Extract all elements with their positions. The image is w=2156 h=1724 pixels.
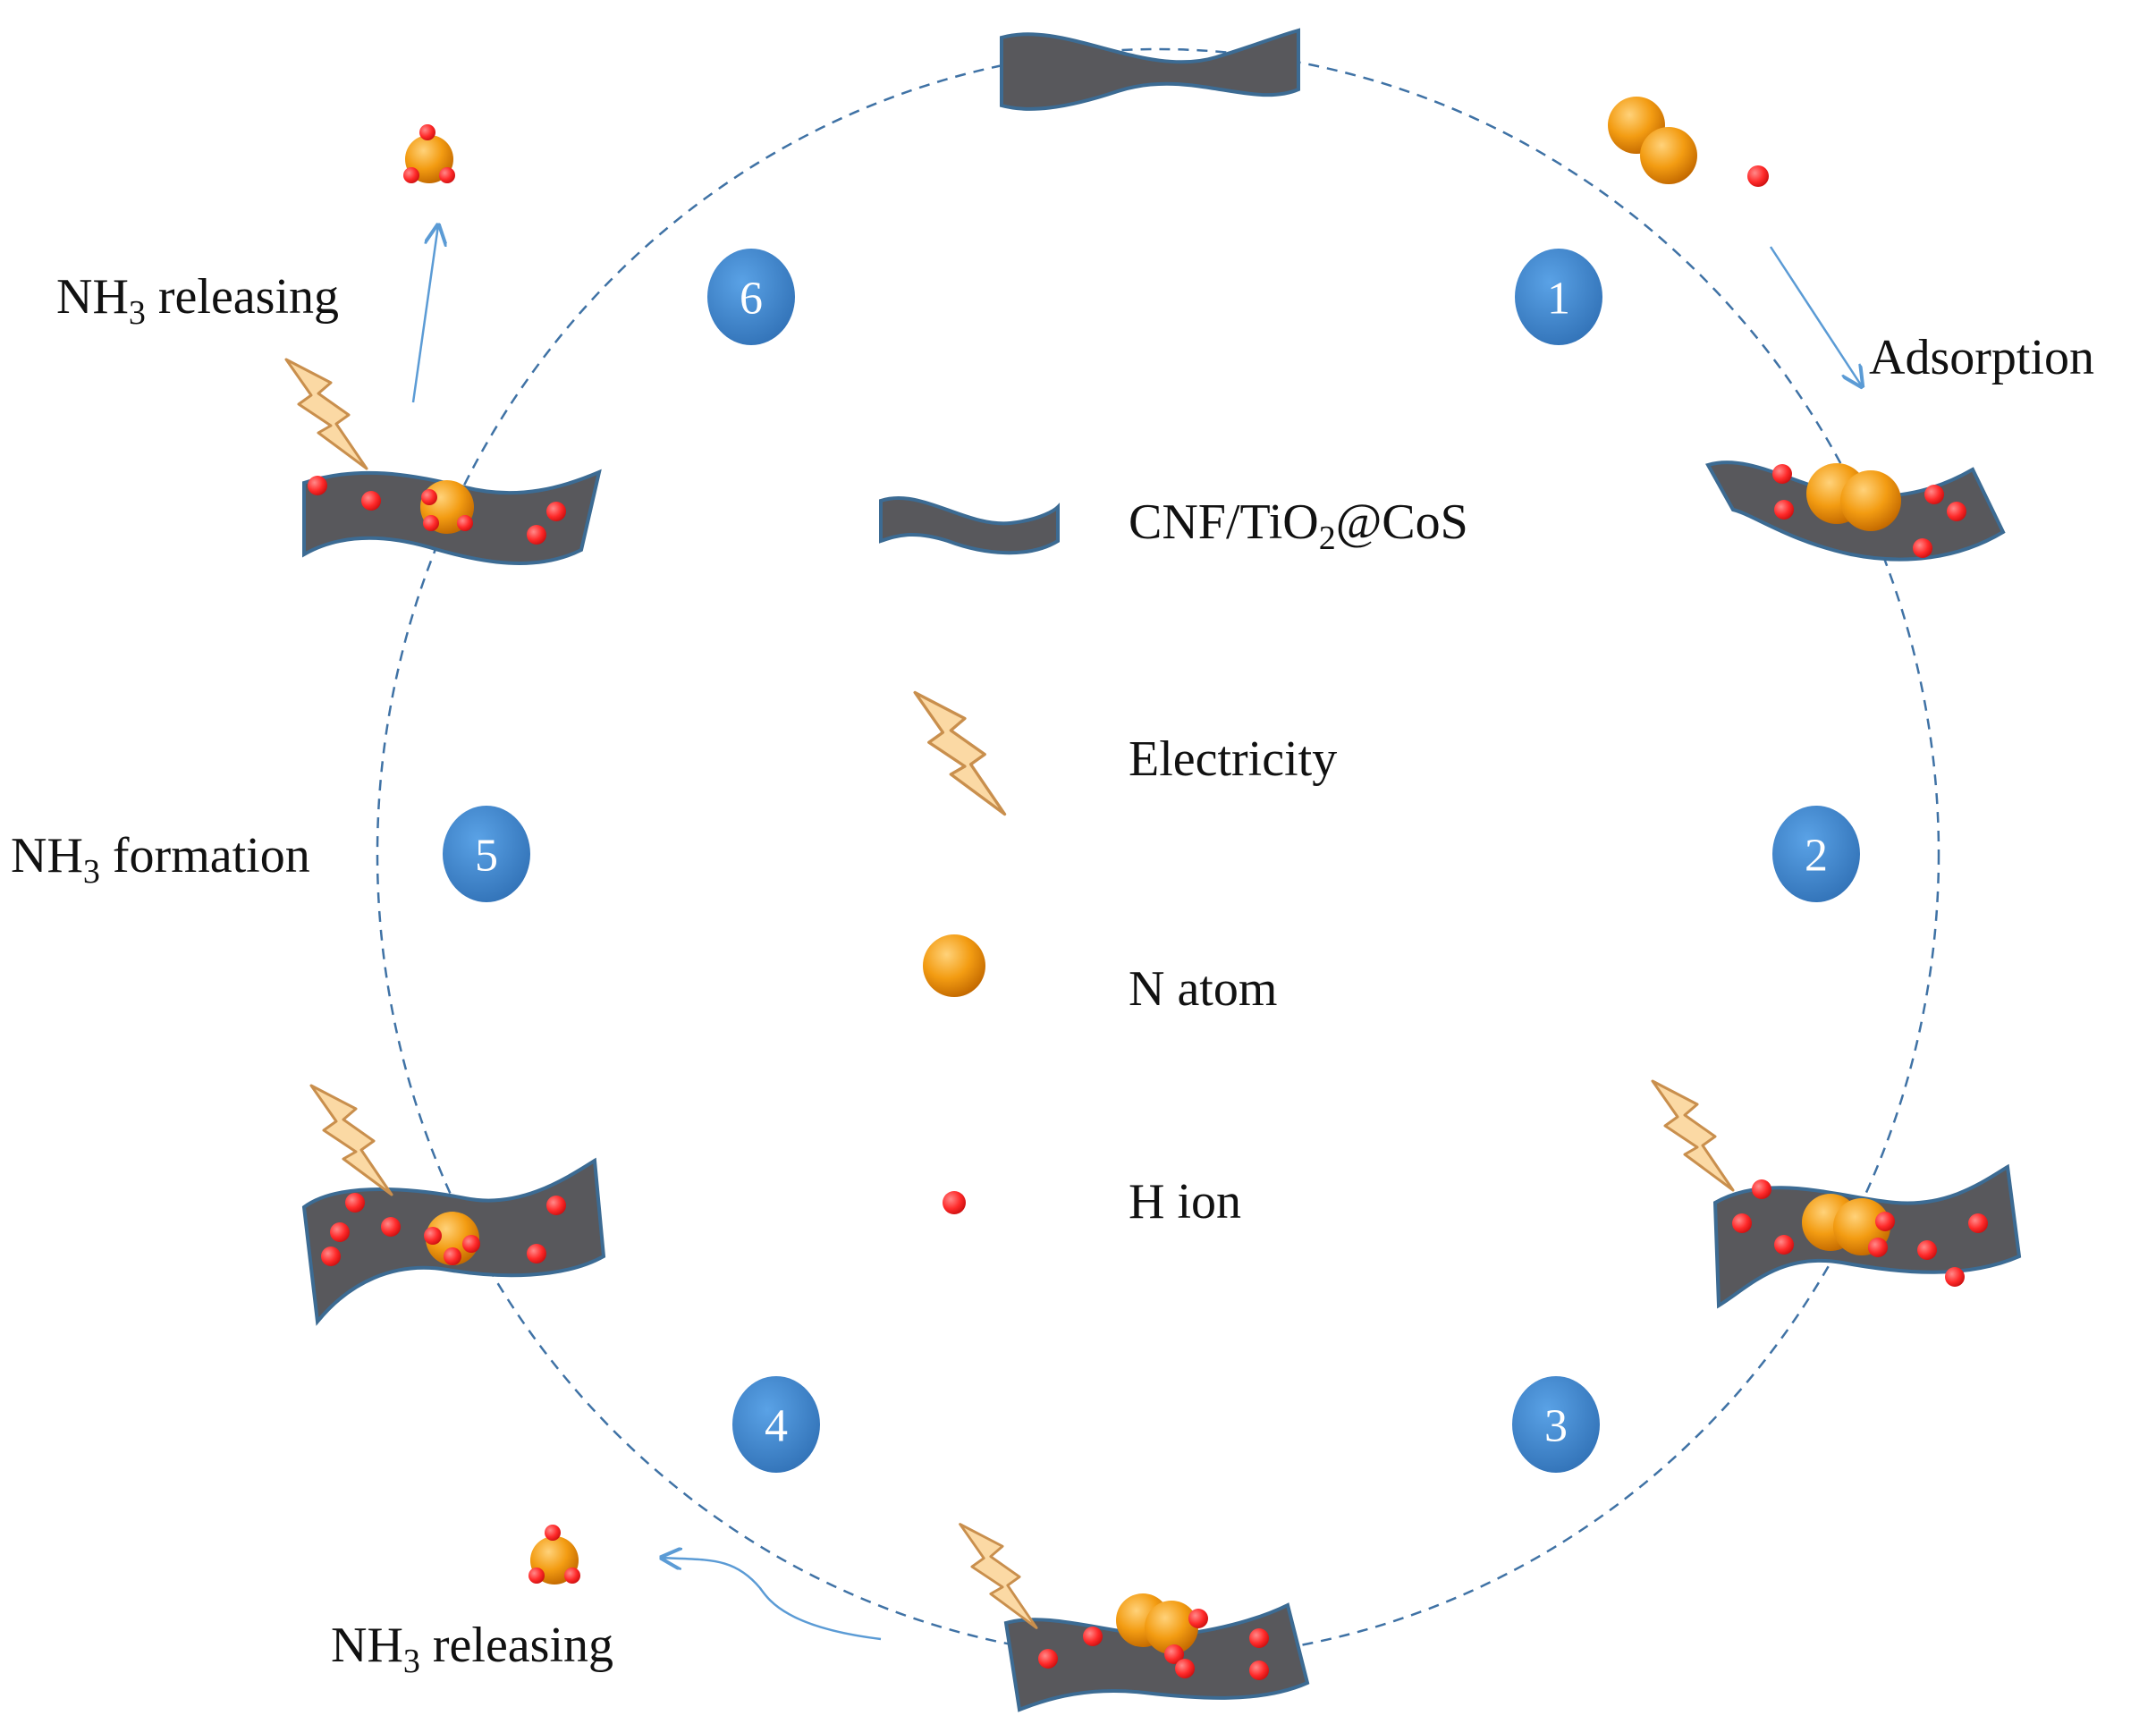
nh3-release-arrow-bottom [662,1558,882,1641]
svg-text:5: 5 [475,831,498,882]
legend-electricity-label: Electricity [1129,731,1337,787]
catalyst-nh3-formation [301,1084,606,1326]
step-badge-4: 4 [732,1376,820,1473]
svg-text:1: 1 [1547,274,1570,325]
svg-text:3: 3 [1544,1401,1568,1452]
nh3-formation-label: NH3 formation [11,828,310,891]
nh3-release-arrow-top [411,225,438,403]
legend-h-ion-swatch [943,1191,966,1214]
svg-text:6: 6 [740,274,763,325]
adsorption-arrow [1769,246,1862,386]
svg-text:4: 4 [765,1401,788,1452]
catalyst-ribbon-top [1000,28,1300,111]
legend-electricity-bolt-icon [913,690,1007,816]
nh3-releasing-label-bottom: NH3 releasing [331,1618,613,1680]
nh3-molecule-top [403,124,455,183]
legend-h-ion-label: H ion [1129,1174,1241,1230]
catalyst-hydrogenation-2 [959,1523,1310,1712]
cycle-path [376,47,1940,1661]
step-badge-2: 2 [1772,806,1860,902]
legend-n-atom-swatch [923,934,985,997]
catalyst-nh3-releasing [284,358,602,565]
legend: CNF/TiO2@CoS Electricity N atom H ion [879,494,1468,1230]
free-n2-molecule [1608,97,1697,184]
step-badge-1: 1 [1515,249,1602,345]
nh3-releasing-label-top: NH3 releasing [56,269,339,332]
catalyst-hydrogenation-1 [1651,1079,2022,1309]
adsorption-label: Adsorption [1869,330,2094,385]
free-h-ion [1747,165,1769,187]
legend-n-atom-label: N atom [1129,961,1277,1017]
step-badge-5: 5 [443,806,530,902]
legend-catalyst-swatch [879,495,1060,555]
catalyst-adsorbed [1705,461,2006,562]
nh3-molecule-bottom [528,1525,580,1585]
step-badge-6: 6 [707,249,795,345]
legend-catalyst-label: CNF/TiO2@CoS [1129,494,1468,557]
step-badge-3: 3 [1512,1376,1600,1473]
svg-text:2: 2 [1805,831,1828,882]
